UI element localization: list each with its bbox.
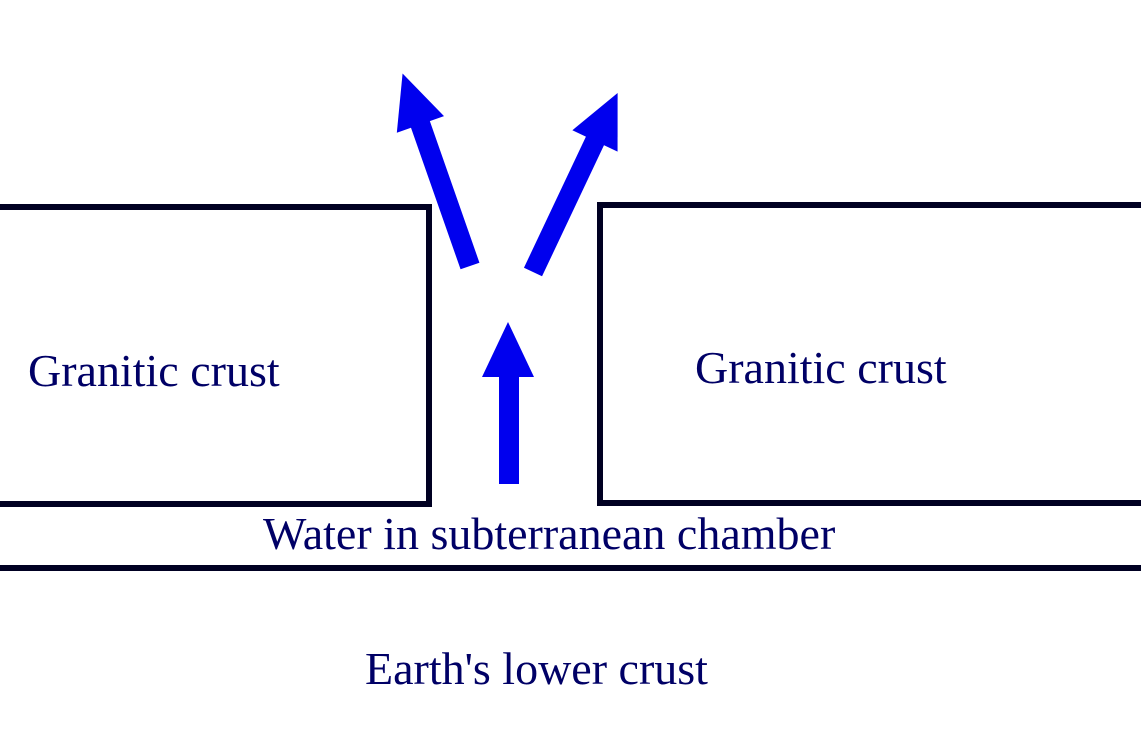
left-granitic-crust-block — [0, 204, 432, 507]
upward-flow-arrow — [482, 322, 534, 484]
right-spray-arrow — [523, 92, 618, 277]
right-spray-arrow-shaft — [523, 132, 607, 277]
right-spray-arrow-head — [572, 92, 618, 152]
lower-crust-label: Earth's lower crust — [365, 643, 708, 694]
left-spray-arrow-head — [396, 73, 445, 133]
upward-arrow-shaft — [499, 370, 519, 484]
upward-arrow-head — [482, 322, 534, 377]
left-block-label: Granitic crust — [28, 345, 280, 396]
right-block-label: Granitic crust — [695, 342, 947, 393]
left-spray-arrow — [396, 73, 480, 270]
right-granitic-crust-block — [597, 202, 1141, 506]
chamber-label: Water in subterranean chamber — [263, 508, 835, 559]
left-spray-arrow-shaft — [409, 116, 480, 270]
